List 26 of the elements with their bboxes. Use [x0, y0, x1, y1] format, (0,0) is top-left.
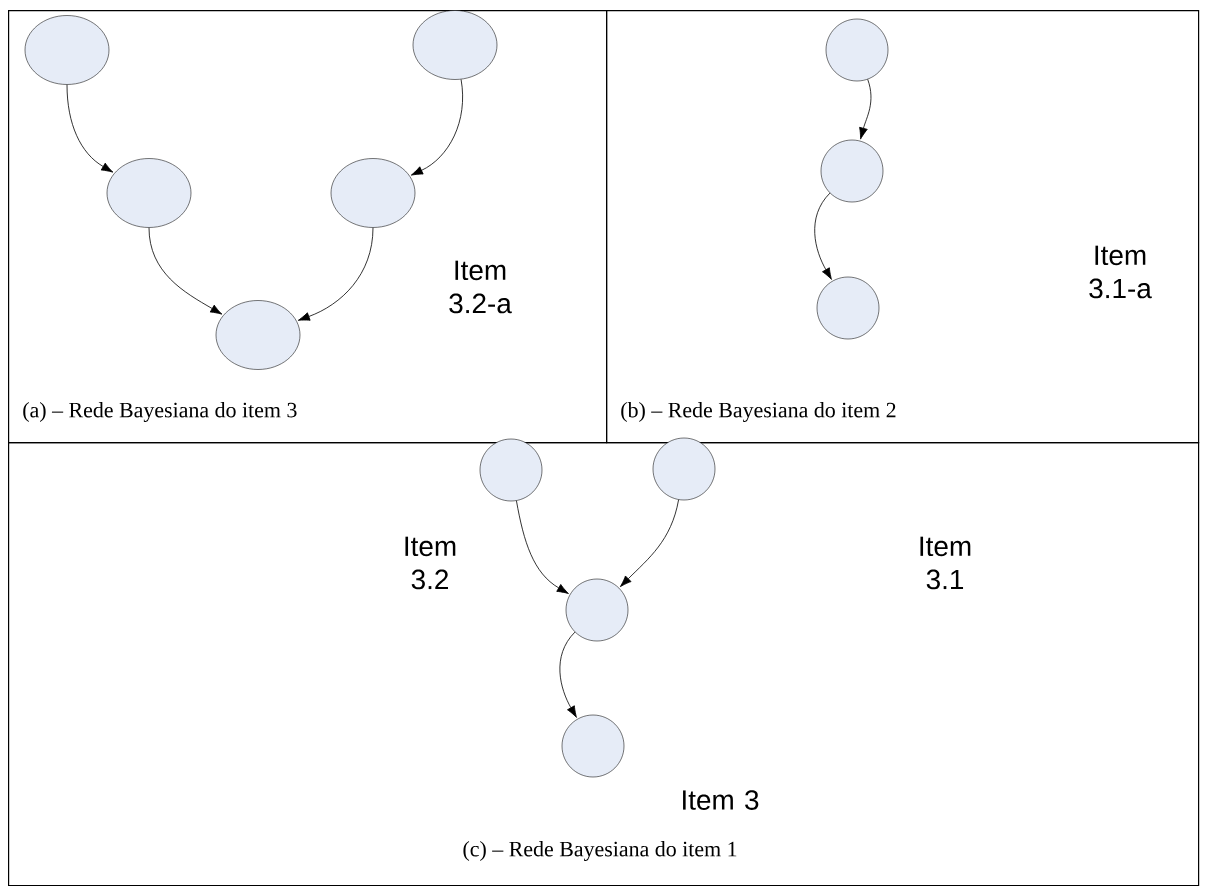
item-label: Item 3.1-a	[1089, 245, 1152, 299]
ellipse-node	[330, 158, 416, 228]
ellipse-node	[24, 15, 110, 85]
circle-node	[816, 276, 880, 340]
arrow	[148, 227, 223, 315]
ellipse-node	[106, 158, 192, 228]
arrow	[297, 227, 374, 321]
arrow	[859, 78, 872, 140]
arrow	[410, 79, 463, 176]
arrow	[516, 500, 569, 594]
arrow	[66, 84, 114, 173]
item-label: Item 3.2-a	[449, 260, 512, 314]
arrow	[814, 192, 832, 280]
circle-node	[561, 714, 625, 778]
ellipse-node	[215, 300, 301, 370]
item-label: Item 3	[683, 790, 759, 810]
item-label: Item 3.2	[405, 536, 456, 590]
arrow	[559, 631, 577, 718]
circle-node	[820, 139, 884, 203]
item-label: Item 3.1	[920, 536, 971, 590]
circle-node	[565, 578, 629, 642]
arrow	[619, 499, 679, 588]
ellipse-node	[412, 10, 498, 80]
circle-node	[825, 18, 889, 82]
circle-node	[479, 438, 543, 502]
circle-node	[652, 437, 716, 501]
